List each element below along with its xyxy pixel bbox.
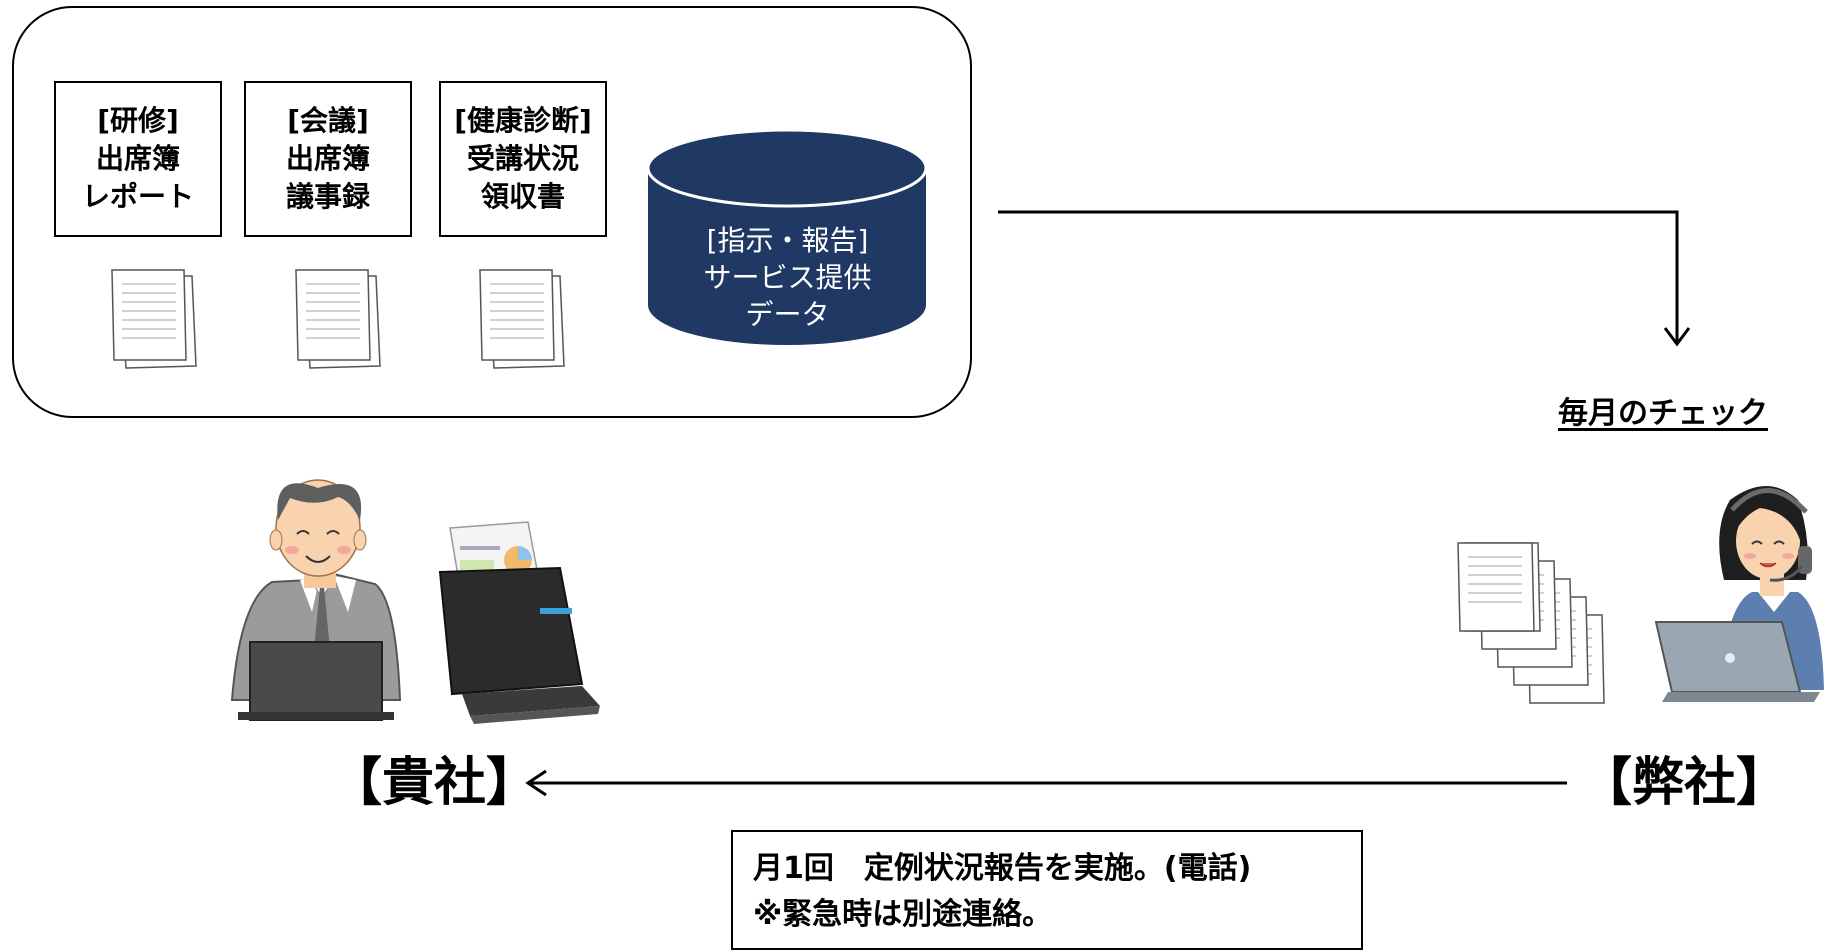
- service-data-line-1: [指示・報告]: [706, 224, 869, 257]
- service-data-line-3: データ: [745, 298, 830, 331]
- training-records-line-3: レポート: [81, 180, 194, 213]
- report-arrow: [525, 769, 1567, 797]
- document-icon: [479, 269, 565, 369]
- database-icon: [646, 128, 928, 345]
- operator-illustration: [1654, 486, 1824, 702]
- report-note-line-2: ※緊急時は別途連絡。: [753, 897, 1053, 932]
- records-panel: [12, 6, 972, 418]
- training-records-box: [研修] 出席簿 レポート: [54, 81, 222, 237]
- flow-arrow-to-monthly-check: [998, 210, 1691, 347]
- service-data-line-2: サービス提供: [703, 261, 872, 294]
- client-staff-illustration: [230, 479, 402, 721]
- report-note-line-1: 月1回 定例状況報告を実施。(電話): [753, 851, 1252, 886]
- scanner-illustration: [438, 521, 600, 724]
- document-icon: [111, 269, 197, 369]
- health-check-records-line-3: 領収書: [480, 180, 565, 213]
- report-note-box: 月1回 定例状況報告を実施。(電話) ※緊急時は別途連絡。: [731, 830, 1363, 950]
- meeting-records-line-2: 出席簿: [285, 142, 370, 175]
- training-records-line-2: 出席簿: [95, 142, 180, 175]
- meeting-records-line-3: 議事録: [285, 180, 370, 213]
- health-check-records-line-1: [健康診断]: [454, 104, 592, 137]
- document-icon: [295, 269, 381, 369]
- training-records-line-1: [研修]: [97, 104, 179, 137]
- monthly-check-label: 毎月のチェック: [1558, 396, 1768, 431]
- client-company-label: 【貴社】: [330, 753, 539, 813]
- health-check-records-line-2: 受講状況: [466, 142, 579, 175]
- service-data-label: [指示・報告] サービス提供 データ: [645, 222, 930, 333]
- meeting-records-line-1: [会議]: [287, 104, 369, 137]
- health-check-records-box: [健康診断] 受講状況 領収書: [439, 81, 607, 237]
- paper-pile-icon: [1457, 542, 1605, 704]
- our-company-label: 【弊社】: [1580, 753, 1789, 813]
- meeting-records-box: [会議] 出席簿 議事録: [244, 81, 412, 237]
